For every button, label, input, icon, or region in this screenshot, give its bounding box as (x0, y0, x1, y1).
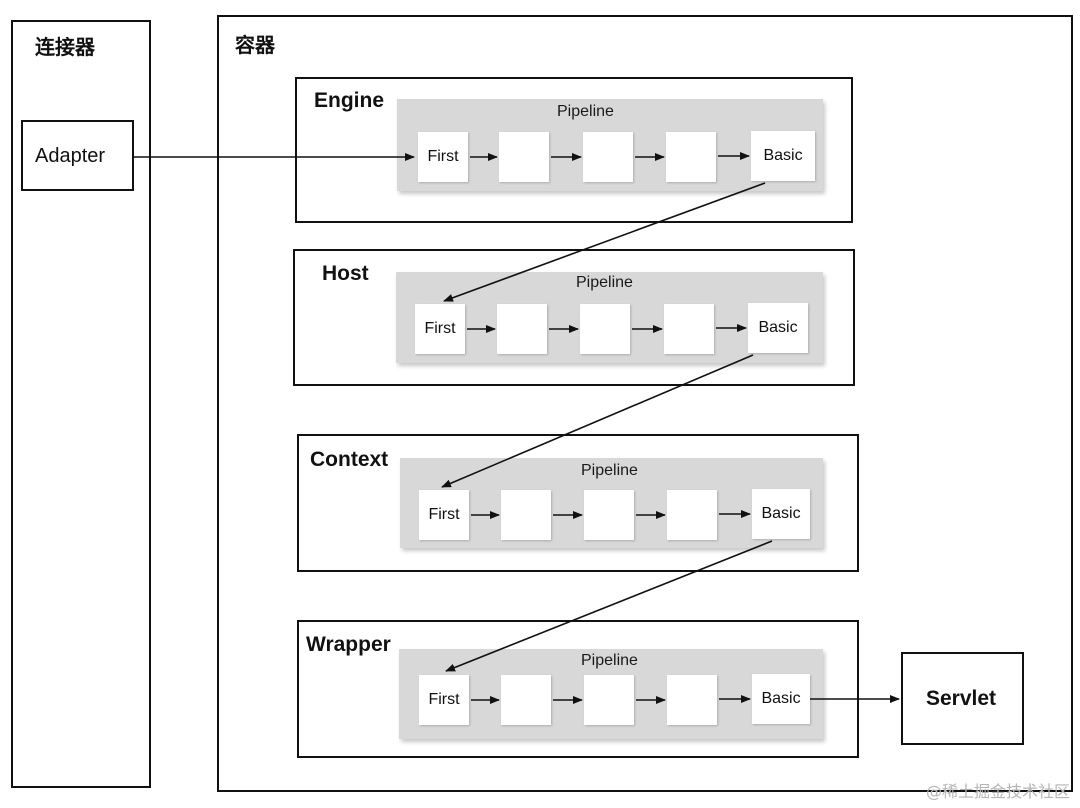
arrow-host-to-context (441, 354, 754, 488)
connector-title: 连接器 (35, 35, 95, 59)
arrow-context-to-wrapper (445, 540, 773, 672)
context-title: Context (310, 448, 389, 471)
context-valve-first: First (419, 490, 469, 540)
host-valve-basic: Basic (748, 303, 808, 353)
container-title: 容器 (235, 33, 275, 57)
host-valve-3 (580, 304, 630, 354)
wrapper-valve-4 (667, 675, 717, 725)
wrapper-title: Wrapper (306, 633, 391, 656)
context-pipeline-label: Pipeline (581, 462, 638, 479)
wrapper-pipeline-label: Pipeline (581, 652, 638, 669)
host-title: Host (322, 262, 369, 285)
engine-title: Engine (314, 89, 385, 112)
wrapper-valve-3 (584, 675, 634, 725)
wrapper-valve-basic: Basic (752, 674, 810, 724)
engine-pipeline-label: Pipeline (557, 103, 614, 120)
watermark: @稀土掘金技术社区 (925, 782, 1070, 801)
arrow-engine-to-host (443, 182, 766, 302)
engine-valve-basic: Basic (751, 131, 815, 181)
engine-valve-3 (583, 132, 633, 182)
adapter-label: Adapter (35, 145, 106, 167)
adapter-box (21, 120, 134, 191)
wrapper-valve-first: First (419, 675, 469, 725)
context-valve-2 (501, 490, 551, 540)
host-pipeline-label: Pipeline (576, 274, 633, 291)
servlet-label: Servlet (926, 687, 997, 710)
engine-valve-4 (666, 132, 716, 182)
context-valve-3 (584, 490, 634, 540)
context-valve-basic: Basic (752, 489, 810, 539)
host-valve-4 (664, 304, 714, 354)
wrapper-valve-2 (501, 675, 551, 725)
context-valve-4 (667, 490, 717, 540)
host-valve-first: First (415, 304, 465, 354)
servlet-box (901, 652, 1024, 745)
engine-valve-first: First (418, 132, 468, 182)
host-valve-2 (497, 304, 547, 354)
engine-valve-2 (499, 132, 549, 182)
